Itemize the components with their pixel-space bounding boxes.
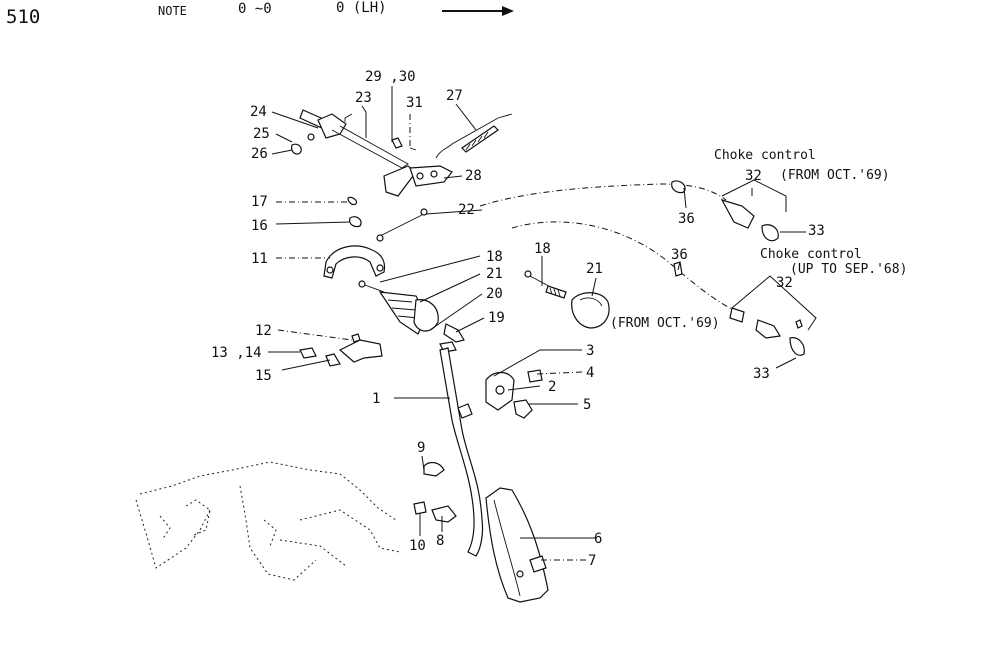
callout-21-left: 21 — [486, 266, 503, 282]
note-up-to-sep-68: (UP TO SEP.'68) — [790, 262, 907, 277]
callout-33-top: 33 — [808, 223, 825, 239]
note-choke-control-from-oct-69: Choke control — [714, 148, 816, 163]
engine-bay-sketch — [135, 461, 401, 581]
return-spring-parts — [413, 461, 457, 523]
callout-2: 2 — [548, 379, 556, 395]
callout-8: 8 — [436, 533, 444, 549]
knob-assembly-from-oct-69 — [524, 270, 610, 329]
bracket-11 — [323, 245, 386, 279]
callout-33-bottom: 33 — [753, 366, 770, 382]
callout-29-30: 29 ,30 — [365, 69, 416, 85]
callout-18-right: 18 — [534, 241, 551, 257]
callout-32-bottom: 32 — [776, 275, 793, 291]
callout-19: 19 — [488, 310, 505, 326]
callout-20: 20 — [486, 286, 503, 302]
callout-24: 24 — [250, 104, 267, 120]
note-label: NOTE — [158, 4, 187, 18]
clip-16 — [349, 216, 362, 228]
callout-27: 27 — [446, 88, 463, 104]
leader-lines — [268, 86, 817, 561]
annotations: Choke control (FROM OCT.'69) Choke contr… — [610, 148, 907, 331]
callout-11: 11 — [251, 251, 268, 267]
callout-5: 5 — [583, 397, 591, 413]
note-choke-control-up-to-sep-68: Choke control — [760, 247, 862, 262]
callout-32-top: 32 — [745, 168, 762, 184]
callout-36-bottom: 36 — [671, 247, 688, 263]
choke-cables — [376, 180, 805, 356]
note-side: 0 (LH) — [336, 0, 387, 16]
accelerator-pedal-assembly — [439, 347, 549, 603]
callout-16: 16 — [251, 218, 268, 234]
callout-23: 23 — [355, 90, 372, 106]
callout-28: 28 — [465, 168, 482, 184]
accelerator-linkage-assembly — [291, 109, 513, 197]
direction-arrow-icon — [442, 6, 514, 16]
callout-18-left: 18 — [486, 249, 503, 265]
callout-1: 1 — [372, 391, 380, 407]
callout-36-top: 36 — [678, 211, 695, 227]
callout-6: 6 — [594, 531, 602, 547]
callout-9: 9 — [417, 440, 425, 456]
model-number: 510 — [6, 6, 41, 28]
note-from-oct-69-knob: (FROM OCT.'69) — [610, 316, 720, 331]
bracket-12-15 — [299, 333, 383, 367]
callout-21-right: 21 — [586, 261, 603, 277]
note-range: 0 ∼0 — [238, 1, 272, 17]
callout-15: 15 — [255, 368, 272, 384]
callout-10: 10 — [409, 538, 426, 554]
note-from-oct-69-choke: (FROM OCT.'69) — [780, 168, 890, 183]
callout-17: 17 — [251, 194, 268, 210]
clip-17 — [347, 196, 357, 206]
callout-3: 3 — [586, 343, 594, 359]
pedal-bracket-2-5 — [485, 369, 543, 419]
lever-boot-assembly — [358, 280, 465, 353]
callout-25: 25 — [253, 126, 270, 142]
callout-22: 22 — [458, 202, 475, 218]
callout-4: 4 — [586, 365, 594, 381]
callout-13-14: 13 ,14 — [211, 345, 262, 361]
callout-26: 26 — [251, 146, 268, 162]
callout-12: 12 — [255, 323, 272, 339]
callout-numbers: 29 ,30 23 31 27 24 25 26 28 17 22 16 11 … — [211, 69, 825, 569]
callout-31: 31 — [406, 95, 423, 111]
callout-7: 7 — [588, 553, 596, 569]
